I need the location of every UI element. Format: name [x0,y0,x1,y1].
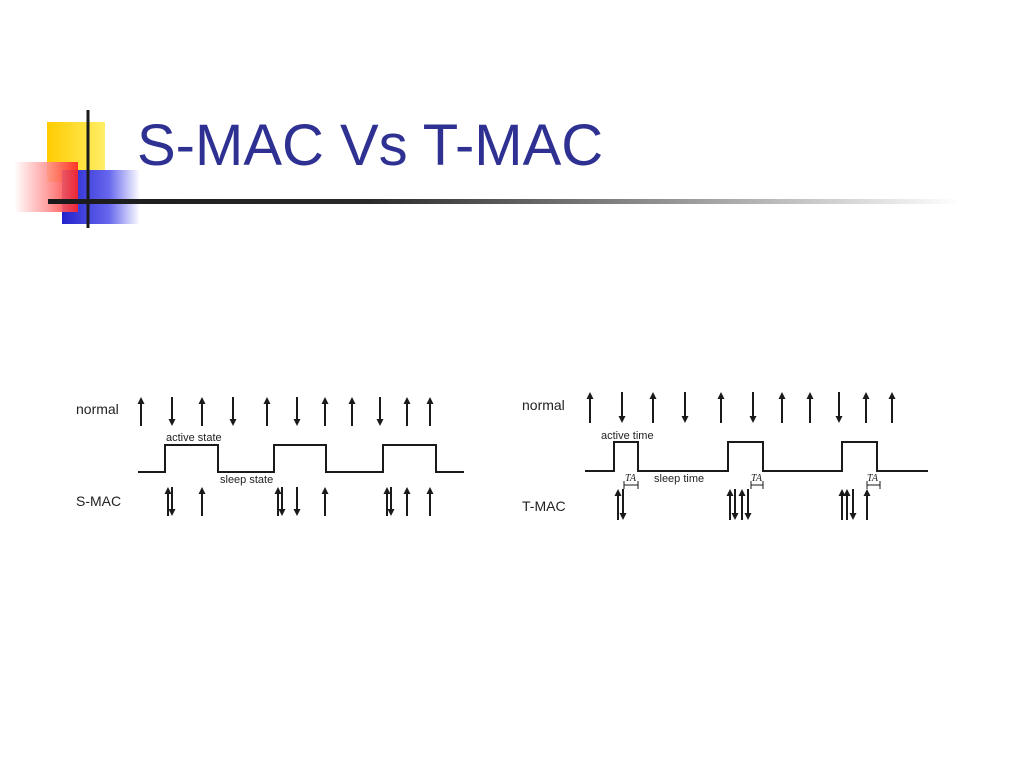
smac-normal-down-arrow [229,397,237,426]
smac-protocol-down-arrow [293,487,301,516]
tmac-normal-label: normal [522,397,565,413]
tmac-normal-up-arrow [862,392,870,423]
tmac-normal-up-arrow [778,392,786,423]
tmac-protocol-down-arrow [731,489,739,520]
tmac-normal-up-arrow [888,392,896,423]
tmac-protocol-down-arrow [849,489,857,520]
tmac-sleep-label: sleep time [654,473,704,485]
smac-normal-up-arrow [321,397,329,426]
tmac-ta-label-3: TA [867,473,879,484]
smac-protocol-down-arrow [168,487,176,516]
tmac-ta-marker-3: TA [866,473,881,489]
tmac-protocol-up-arrow [614,489,622,520]
smac-normal-down-arrow [168,397,176,426]
smac-protocol-up-arrow [403,487,411,516]
tmac-normal-arrows [586,392,896,423]
smac-active-label: active state [166,432,222,444]
smac-diagram: normal S-MAC active state sleep state [76,397,464,516]
tmac-ta-label-1: TA [625,473,637,484]
tmac-protocol-up-arrow [738,489,746,520]
smac-protocol-up-arrow [383,487,391,516]
tmac-protocol-down-arrow [744,489,752,520]
slide-title: S-MAC Vs T-MAC [137,113,604,178]
tmac-normal-down-arrow [749,392,757,423]
smac-protocol-up-arrow [426,487,434,516]
smac-normal-up-arrow [348,397,356,426]
smac-protocol-label: S-MAC [76,493,121,509]
tmac-state-waveform [585,441,928,472]
tmac-normal-up-arrow [649,392,657,423]
smac-state-waveform [138,444,464,473]
smac-normal-arrows [137,397,434,426]
tmac-active-label: active time [601,430,654,442]
tmac-protocol-up-arrow [838,489,846,520]
tmac-diagram: normal T-MAC active time sleep time TA T… [522,392,928,520]
tmac-normal-up-arrow [806,392,814,423]
tmac-protocol-up-arrow [863,489,871,520]
smac-normal-down-arrow [293,397,301,426]
tmac-ta-marker-1: TA [623,473,639,489]
logo-squares-icon [14,110,140,228]
tmac-ta-label-2: TA [751,473,763,484]
tmac-normal-up-arrow [586,392,594,423]
tmac-protocol-up-arrow [843,489,851,520]
smac-protocol-down-arrow [387,487,395,516]
tmac-normal-down-arrow [835,392,843,423]
smac-normal-up-arrow [403,397,411,426]
smac-normal-label: normal [76,401,119,417]
tmac-protocol-label: T-MAC [522,498,566,514]
title-divider [48,199,960,204]
tmac-protocol-down-arrow [619,489,627,520]
tmac-ta-marker-2: TA [750,473,764,489]
smac-protocol-up-arrow [198,487,206,516]
smac-normal-up-arrow [263,397,271,426]
smac-normal-up-arrow [198,397,206,426]
smac-protocol-up-arrow [164,487,172,516]
smac-sleep-label: sleep state [220,474,273,486]
tmac-normal-down-arrow [681,392,689,423]
tmac-protocol-up-arrow [726,489,734,520]
tmac-normal-up-arrow [717,392,725,423]
tmac-protocol-arrows [614,489,871,520]
smac-protocol-up-arrow [321,487,329,516]
smac-normal-down-arrow [376,397,384,426]
smac-protocol-up-arrow [274,487,282,516]
tmac-normal-down-arrow [618,392,626,423]
smac-protocol-arrows [164,487,434,516]
smac-normal-up-arrow [137,397,145,426]
smac-normal-up-arrow [426,397,434,426]
smac-protocol-down-arrow [278,487,286,516]
